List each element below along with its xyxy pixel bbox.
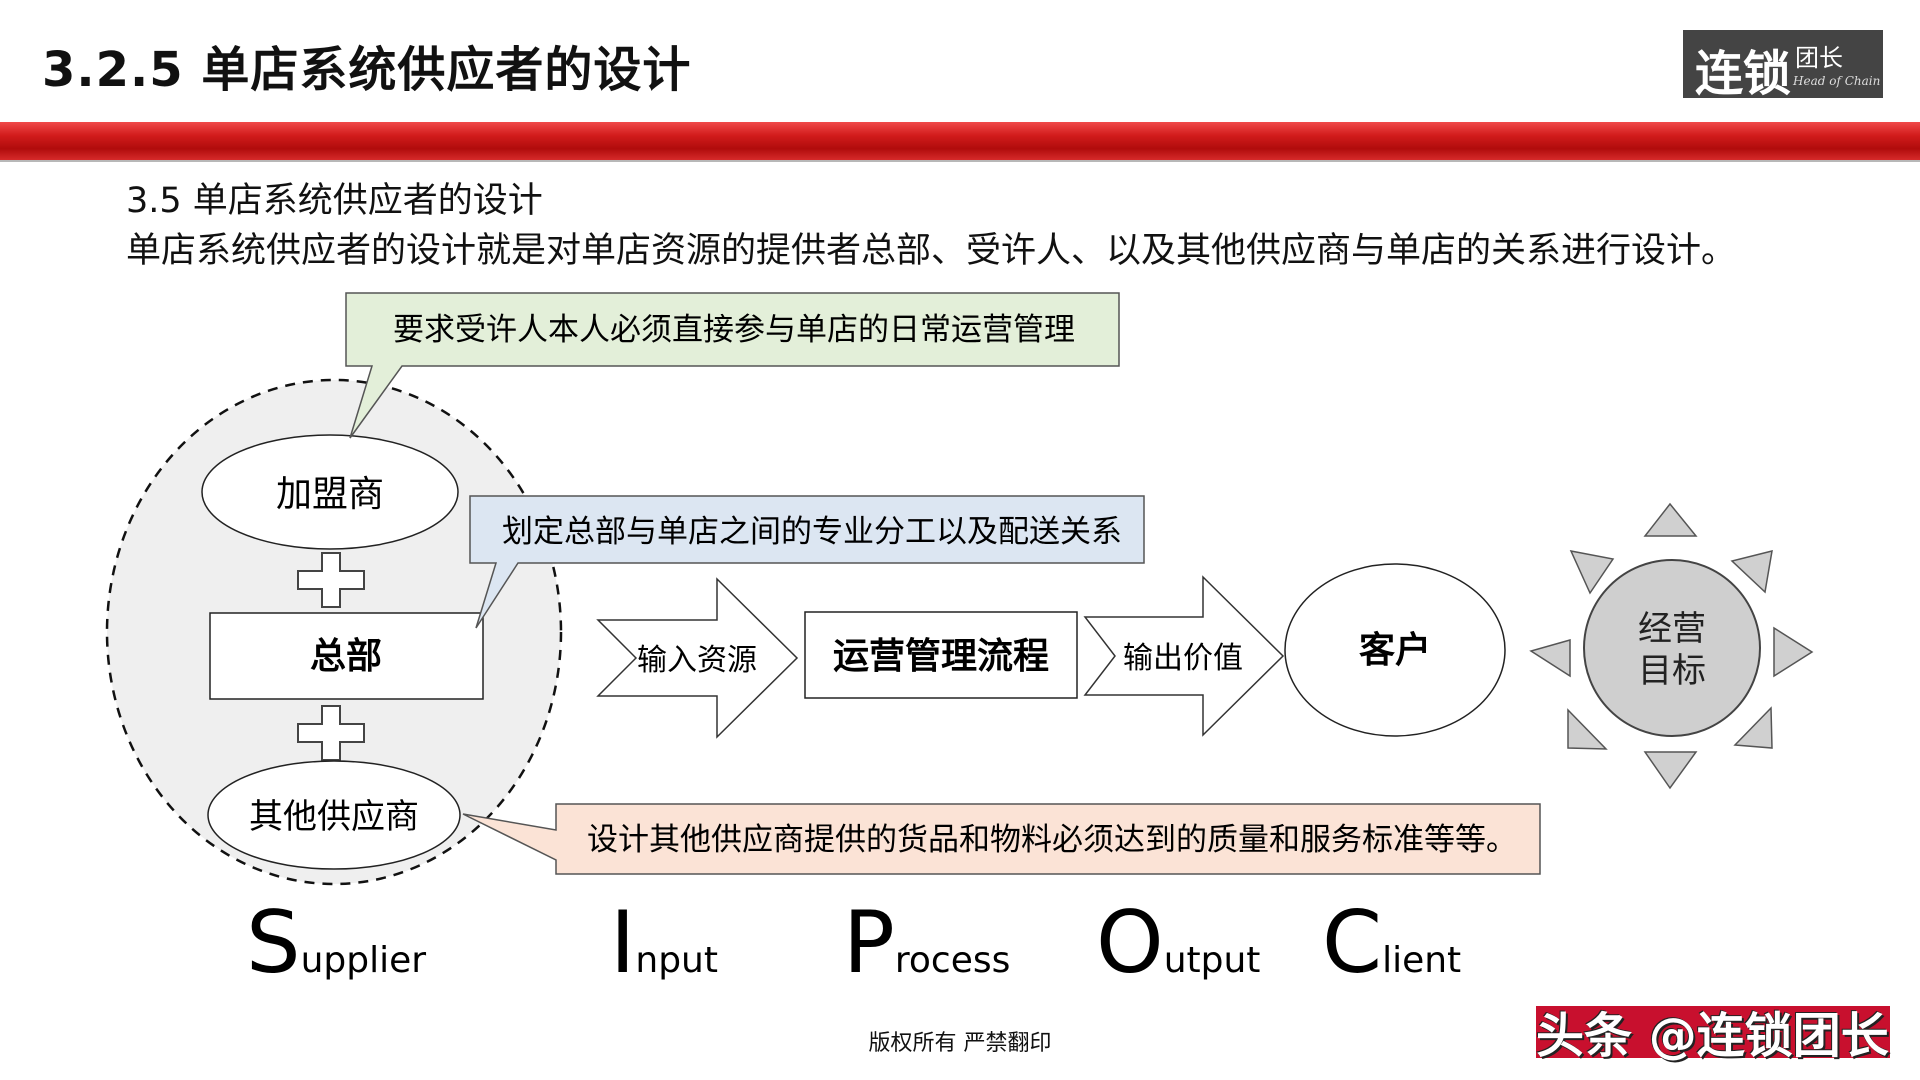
sipoc-input: Input: [610, 893, 718, 993]
franchisee-ellipse: [201, 434, 459, 550]
franchisee-note-text: 要求受许人本人必须直接参与单店的日常运营管理: [393, 312, 1075, 348]
headquarters-box: [209, 612, 484, 700]
output-arrow-label: 输出价值: [1123, 641, 1243, 676]
input-arrow: [596, 577, 799, 739]
process-box: [804, 611, 1078, 699]
plus-icon: [297, 705, 365, 761]
input-arrow-label: 输入资源: [637, 643, 757, 678]
copyright-notice: 版权所有 严禁翻印: [868, 1031, 1052, 1056]
callout-hq-note: [469, 495, 1145, 629]
client-label: 客户: [1359, 630, 1431, 671]
goal-label-line1: 经营: [1638, 609, 1706, 649]
process-box-label: 运营管理流程: [833, 636, 1049, 677]
goal-label-line2: 目标: [1638, 651, 1706, 691]
goal-sun-icon: [1529, 502, 1814, 790]
other-suppliers-ellipse: [207, 760, 461, 870]
franchisee-label: 加盟商: [276, 474, 384, 515]
sipoc-output: Output: [1096, 893, 1260, 993]
sipoc-supplier: Supplier: [246, 893, 426, 993]
watermark-text: 头条 @连锁团长: [1536, 1008, 1889, 1064]
output-arrow: [1083, 575, 1285, 737]
header-divider: [0, 160, 1920, 162]
logo-main-text: 连锁: [1695, 46, 1792, 102]
logo-subtitle: Head of Chain: [1793, 74, 1881, 88]
hq-note-text: 划定总部与单店之间的专业分工以及配送关系: [502, 514, 1122, 550]
logo-side-text: 团长: [1795, 44, 1843, 72]
goal-circle: [1583, 559, 1761, 737]
section-heading: 3.5 单店系统供应者的设计: [126, 181, 543, 221]
headquarters-label: 总部: [310, 636, 382, 677]
supplier-note-text: 设计其他供应商提供的货品和物料必须达到的质量和服务标准等等。: [587, 822, 1517, 858]
callout-franchisee-note: [345, 292, 1120, 439]
sipoc-client: Client: [1322, 893, 1461, 993]
brand-logo: 连锁 团长 Head of Chain: [1683, 30, 1883, 102]
callout-supplier-note: [462, 803, 1541, 875]
page-title: 3.2.5 单店系统供应者的设计: [42, 42, 692, 98]
sipoc-process: Process: [843, 893, 1010, 993]
header-red-band: [0, 122, 1920, 160]
watermark-banner: [1536, 1006, 1890, 1058]
client-ellipse: [1284, 563, 1506, 737]
plus-icon: [297, 552, 365, 608]
section-description: 单店系统供应者的设计就是对单店资源的提供者总部、受许人、以及其他供应商与单店的关…: [126, 231, 1737, 271]
other-suppliers-label: 其他供应商: [249, 797, 419, 837]
